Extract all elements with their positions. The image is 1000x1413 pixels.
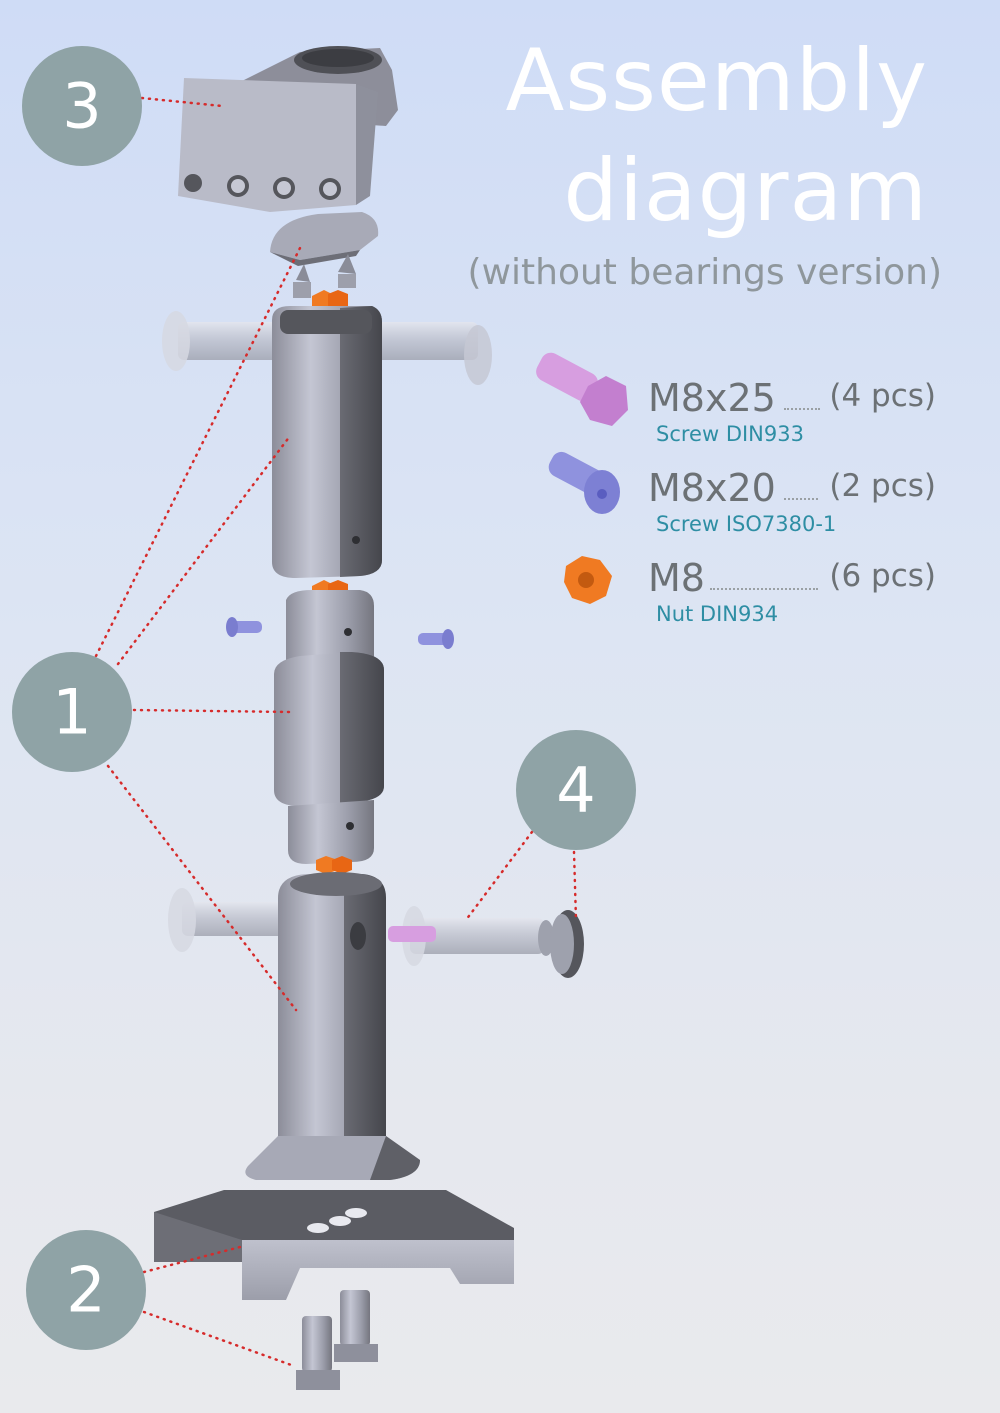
callout-leader-lines [94, 96, 578, 1368]
legend-dots [784, 406, 820, 410]
legend-row-m8x25: M8x25 (4 pcs) Screw DIN933 [648, 376, 948, 446]
legend-row-m8x20: M8x20 (2 pcs) Screw ISO7380-1 [648, 466, 948, 536]
callout-3: 3 [22, 46, 142, 166]
legend-description: Nut DIN934 [656, 602, 779, 626]
legend-row-m8: M8 (6 pcs) Nut DIN934 [648, 556, 948, 626]
callout-1: 1 [12, 652, 132, 772]
title-line-2: diagram [563, 141, 928, 241]
upper-block-part [272, 306, 382, 578]
legend-code: M8 [648, 556, 705, 600]
top-holder-part [178, 46, 398, 298]
m8-nut-icon [564, 556, 612, 604]
side-screws [226, 617, 454, 649]
callout-2: 2 [26, 1230, 146, 1350]
legend-code: M8x25 [648, 376, 776, 420]
legend-description: Screw ISO7380-1 [656, 512, 837, 536]
lower-axle [168, 888, 584, 978]
lower-nuts [316, 856, 352, 874]
title-line-1: Assembly [505, 31, 928, 131]
svg-text:4: 4 [556, 754, 595, 827]
svg-text:2: 2 [66, 1254, 105, 1327]
legend-description: Screw DIN933 [656, 422, 804, 446]
legend-quantity: (4 pcs) [829, 378, 936, 414]
m8x25-screw-icon [536, 352, 628, 426]
base-screws [296, 1290, 378, 1390]
svg-text:1: 1 [52, 676, 91, 749]
m8x20-screw-icon [548, 451, 620, 514]
middle-joint-part [274, 590, 384, 864]
base-plate-part [154, 1190, 514, 1300]
callout-4: 4 [516, 730, 636, 850]
svg-text:3: 3 [62, 70, 101, 143]
subtitle: (without bearings version) [467, 252, 942, 293]
legend-dots [710, 586, 818, 590]
lower-post-part [245, 872, 420, 1180]
legend-quantity: (2 pcs) [829, 468, 936, 504]
legend-code: M8x20 [648, 466, 776, 510]
legend-quantity: (6 pcs) [829, 558, 936, 594]
legend-dots [784, 496, 818, 500]
